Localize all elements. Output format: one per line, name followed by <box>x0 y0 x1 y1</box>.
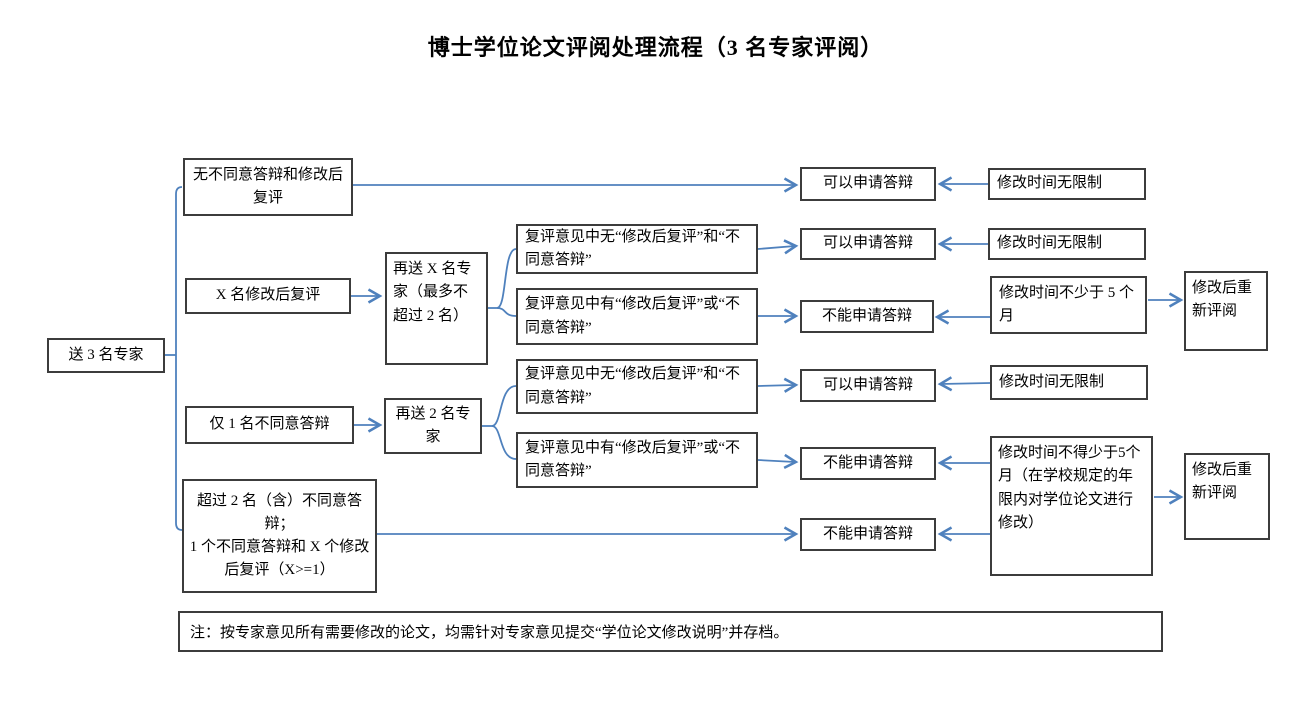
node-branch-one-disagree: 仅 1 名不同意答辩 <box>185 406 354 444</box>
brace-resend-2-up <box>491 385 517 427</box>
node-outcome-can-defend-1: 可以申请答辩 <box>800 167 936 201</box>
start-branch-bracket <box>175 186 183 531</box>
brace-resend-2-down <box>491 425 517 460</box>
node-outcome-cannot-defend-3: 不能申请答辩 <box>800 518 936 551</box>
node-time-min-5-months-detailed: 修改时间不得少于5个月（在学校规定的年限内对学位论文进行修改） <box>990 436 1153 576</box>
node-branch-x-revise: X 名修改后复评 <box>185 278 351 314</box>
brace-resend-x-down <box>496 307 517 317</box>
node-time-no-limit-2: 修改时间无限制 <box>988 228 1146 260</box>
node-outcome-can-defend-3: 可以申请答辩 <box>800 369 936 402</box>
node-branch-over-two-disagree: 超过 2 名（含）不同意答辩； 1 个不同意答辩和 X 个修改后复评（X>=1） <box>182 479 377 593</box>
node-branch-no-disagree: 无不同意答辩和修改后复评 <box>183 158 353 216</box>
node-outcome-can-defend-2: 可以申请答辩 <box>800 228 936 260</box>
node-resend-x-experts: 再送 X 名专家（最多不超过 2 名） <box>385 252 488 365</box>
node-resend-2-experts: 再送 2 名专家 <box>384 398 482 454</box>
arrow-review1-no-to-can-defend <box>757 239 799 255</box>
node-review1-has-terms: 复评意见中有“修改后复评”或“不同意答辩” <box>516 288 758 345</box>
node-time-min-5-months: 修改时间不少于 5 个月 <box>990 276 1147 334</box>
node-review2-no-terms: 复评意见中无“修改后复评”和“不同意答辩” <box>516 359 758 414</box>
node-send-3-experts: 送 3 名专家 <box>47 338 165 373</box>
node-time-no-limit-3: 修改时间无限制 <box>990 365 1148 400</box>
node-outcome-cannot-defend-1: 不能申请答辩 <box>800 300 934 333</box>
arrow-review2-no-to-can-defend <box>757 377 799 393</box>
node-review2-has-terms: 复评意见中有“修改后复评”或“不同意答辩” <box>516 432 758 488</box>
arrow-review2-has-to-cannot-defend <box>757 453 799 470</box>
note-box: 注：按专家意见所有需要修改的论文，均需针对专家意见提交“学位论文修改说明”并存档… <box>178 611 1163 652</box>
node-outcome-cannot-defend-2: 不能申请答辩 <box>800 447 936 480</box>
node-time-no-limit-1: 修改时间无限制 <box>988 168 1146 200</box>
arrow-no-limit-3 <box>937 376 991 392</box>
node-review1-no-terms: 复评意见中无“修改后复评”和“不同意答辩” <box>516 224 758 274</box>
diagram-title: 博士学位论文评阅处理流程（3 名专家评阅） <box>427 35 884 60</box>
node-rereview-1: 修改后重新评阅 <box>1184 271 1268 351</box>
node-rereview-2: 修改后重新评阅 <box>1184 453 1270 540</box>
brace-resend-x-up <box>496 248 517 309</box>
